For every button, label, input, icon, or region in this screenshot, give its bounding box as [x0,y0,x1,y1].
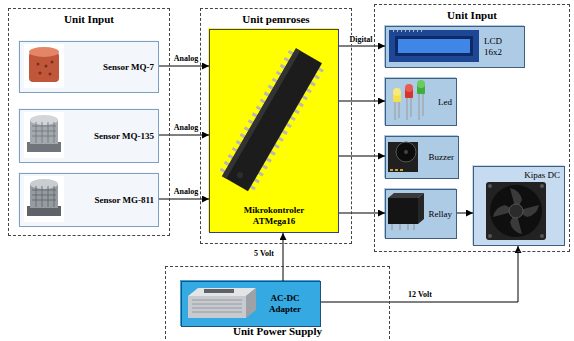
adapter-icon [188,288,256,318]
microcontroller-label: Mikrokontroler ATMega16 [232,205,316,227]
signal-arrow [159,66,209,67]
device-box: LCD 16x2 [385,26,525,68]
mq7-sensor-icon [24,44,64,88]
signal-arrow [457,213,473,214]
lcd-icon [389,30,479,62]
buzzer-icon [388,142,418,172]
device-fill [384,135,458,178]
sensor-label: Sensor MG-811 [94,195,154,206]
signal-label: Analog [173,123,199,132]
unit-panel: Unit Power SupplyAC-DC Adapter [165,266,390,341]
signal-arrow [339,156,385,157]
signal-arrow [283,233,284,281]
microcontroller-box: Mikrokontroler ATMega16 [209,29,339,233]
chip-fill [208,28,338,232]
adapter-fill [180,280,320,326]
led-icon [393,80,425,120]
signal-arrow [339,101,385,102]
device-label: Buzzer [429,152,454,163]
device-box: Buzzer [385,136,459,179]
unit-title: Unit pemroses [201,13,351,26]
device-fill [384,77,456,125]
device-box: Kipas DC [473,166,565,246]
unit-panel: Unit InputSensor MQ-7Sensor MQ-135Sensor… [8,8,170,236]
device-label: Kipas DC [524,170,560,181]
signal-label: 12 Volt [407,290,433,299]
device-label: LCD 16x2 [484,36,520,58]
signal-arrow [339,213,385,214]
sensor-fill [18,172,158,226]
signal-arrow [159,199,209,200]
fan-icon [486,182,546,240]
signal-label: Digital [348,35,373,44]
signal-label: 5 Volt [253,249,275,258]
unit-panel: Unit pemrosesMikrokontroler ATMega16 [200,8,352,244]
unit-panel: Unit InputLCD 16x2LedBuzzerRellay Kipas D… [374,4,570,252]
device-label: Led [438,97,452,108]
sensor-fill [18,40,158,92]
adapter-box: AC-DC Adapter [181,281,321,327]
device-fill [472,165,564,245]
signal-arrow [339,46,385,47]
signal-label: Analog [173,54,199,63]
mg811-sensor-icon [24,176,64,222]
sensor-fill [18,108,158,162]
unit-title: Unit Input [375,9,569,22]
sensor-box: Sensor MG-811 [19,173,159,227]
adapter-label: AC-DC Adapter [254,293,316,315]
signal-arrow [321,246,518,302]
device-fill [384,25,524,67]
device-box: Rellay [385,189,457,239]
device-box: Led [385,78,457,126]
signal-label: Analog [173,187,199,196]
microcontroller-chip-icon [218,46,327,194]
sensor-label: Sensor MQ-135 [94,131,154,142]
unit-title: Unit Input [9,13,169,26]
sensor-box: Sensor MQ-7 [19,41,159,93]
signal-arrow [159,135,209,136]
mq135-sensor-icon [24,112,64,158]
device-label: Rellay [429,209,453,220]
sensor-box: Sensor MQ-135 [19,109,159,163]
device-fill [384,188,456,238]
sensor-label: Sensor MQ-7 [103,62,154,73]
relay-icon [388,193,424,230]
